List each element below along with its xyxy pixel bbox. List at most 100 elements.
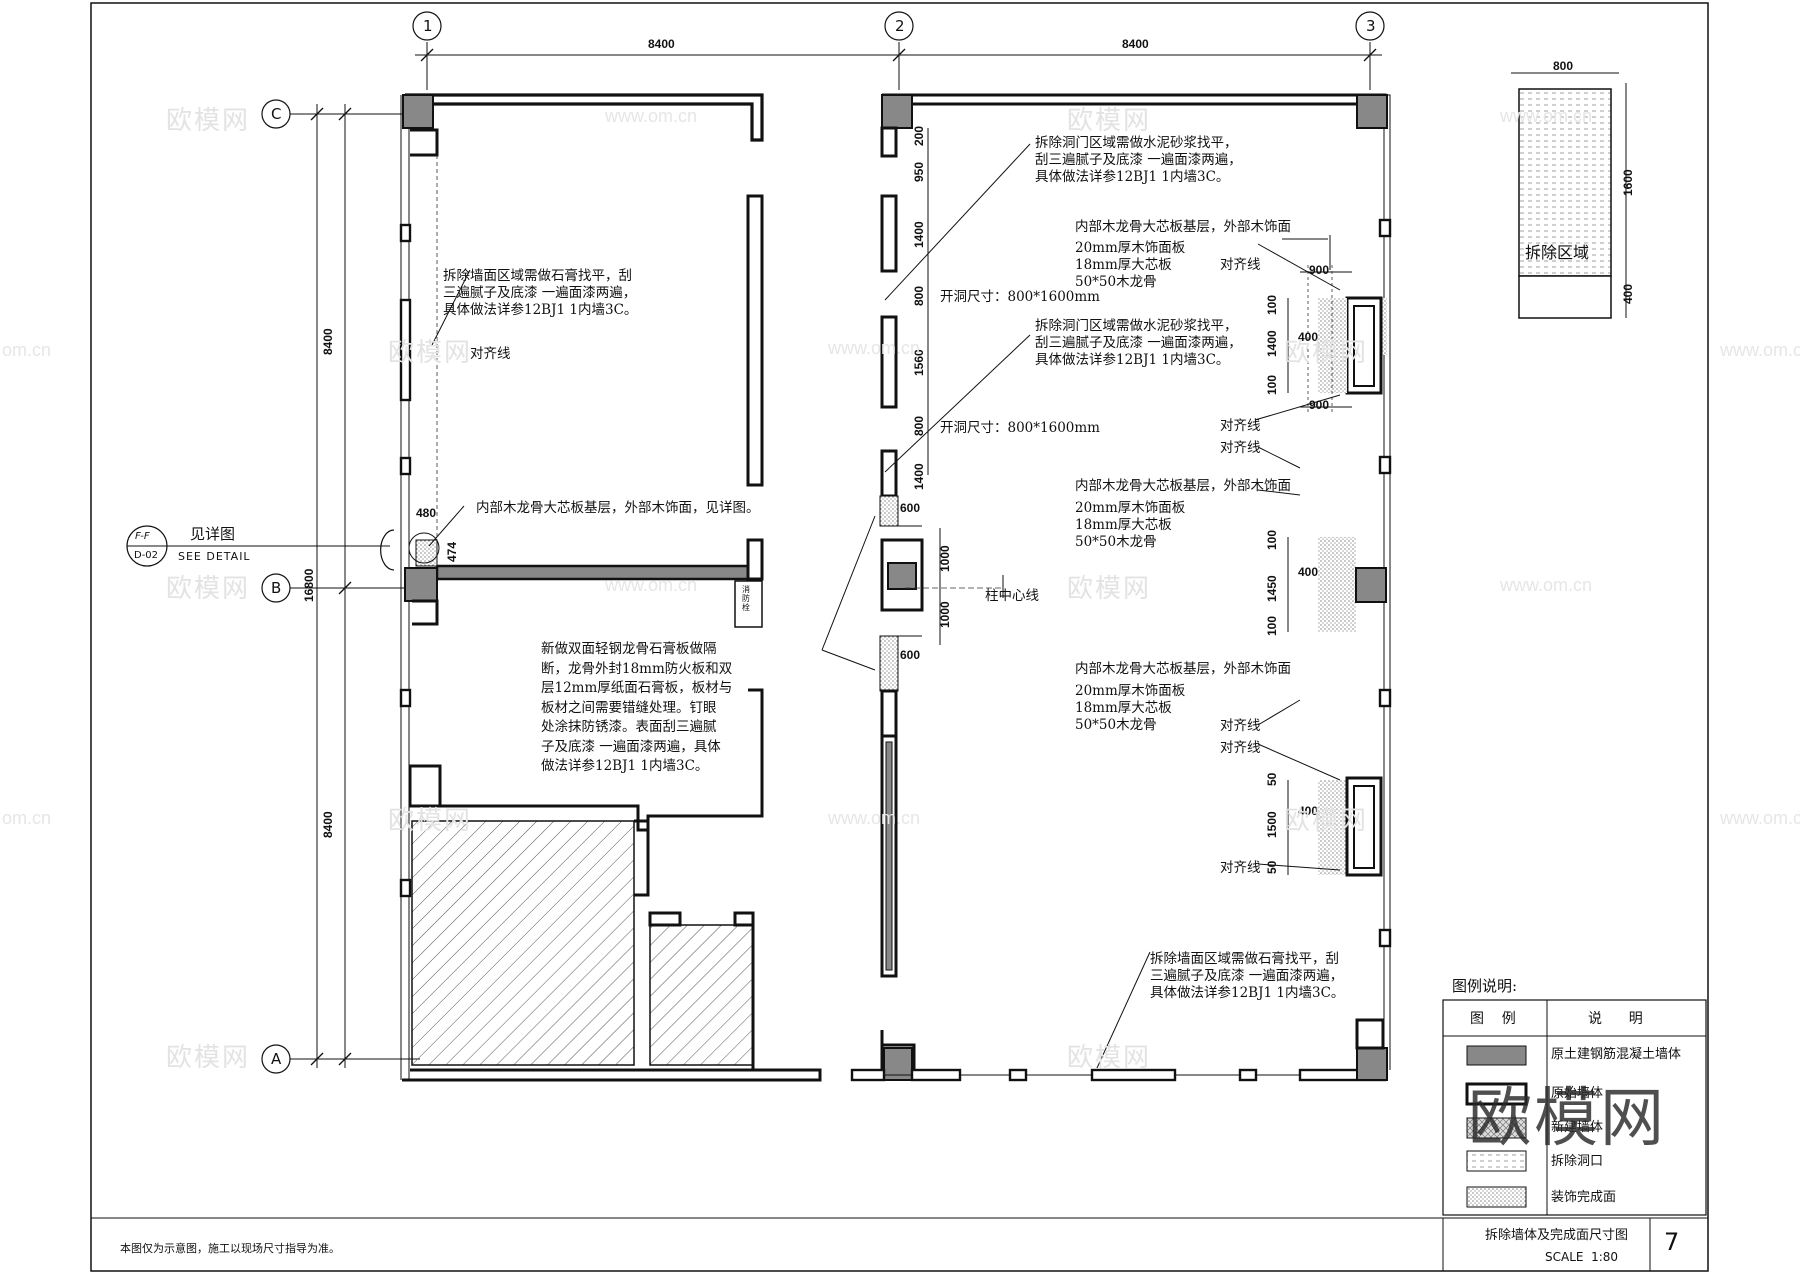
note-layers-2: 20mm厚木饰面板 18mm厚大芯板 50*50木龙骨	[1075, 500, 1186, 550]
note-door-demo-1: 拆除洞门区域需做水泥砂浆找平， 刮三遍腻子及底漆 一遍面漆两遍， 具体做法详参1…	[1035, 135, 1242, 185]
watermark-url: www.om.cn	[1500, 575, 1593, 595]
watermark: 欧模网	[166, 574, 251, 604]
dim-top-1: 8400	[648, 37, 675, 51]
dim-left-upper: 8400	[321, 328, 335, 355]
note-layers-3: 20mm厚木饰面板 18mm厚大芯板 50*50木龙骨	[1075, 683, 1186, 733]
note-opening-size-2: 开洞尺寸：800*1600mm	[940, 420, 1100, 436]
footer-title: 拆除墙体及完成面尺寸图	[1485, 1228, 1629, 1243]
watermark-url: www.om.cn	[828, 808, 921, 828]
note-partition: 新做双面轻钢龙骨石膏板做隔 断，龙骨外封18mm防火板和双 层12mm厚纸面石膏…	[541, 641, 733, 774]
watermark: 欧模网	[388, 806, 473, 836]
note-inner-frame-1: 内部木龙骨大芯板基层，外部木饰面	[1075, 219, 1291, 235]
note-align-4: 对齐线	[1220, 718, 1261, 734]
dim-474: 474	[445, 541, 459, 562]
note-inner-frame-2: 内部木龙骨大芯板基层，外部木饰面	[1075, 478, 1291, 494]
dim-50b: 50	[1265, 860, 1279, 874]
axis-label-2: 2	[895, 17, 905, 35]
axis-label-c: C	[271, 105, 282, 123]
note-align-5: 对齐线	[1220, 740, 1261, 756]
watermark: 欧模网	[1284, 806, 1369, 836]
dim-100a: 100	[1265, 294, 1279, 315]
sheet-border	[90, 2, 1709, 1272]
footer-page-number: 7	[1664, 1228, 1680, 1256]
dim-900a: 900	[1309, 263, 1330, 277]
dim-100d: 100	[1265, 615, 1279, 636]
dim-1000a: 1000	[938, 545, 952, 572]
dim-600a: 600	[900, 501, 921, 515]
footer-disclaimer: 本图仅为示意图，施工以现场尺寸指导为准。	[120, 1242, 340, 1255]
axis-label-a: A	[271, 1050, 282, 1068]
legend-item-desc: 原土建钢筋混凝土墙体	[1551, 1047, 1682, 1062]
dim-box-height: 1600	[1621, 169, 1635, 196]
watermark: 欧模网	[388, 338, 473, 368]
watermark-logo: 欧模网	[1468, 1082, 1666, 1156]
dim-480: 480	[416, 506, 437, 520]
detail-label-en: SEE DETAIL	[178, 550, 251, 563]
note-align-6: 对齐线	[1220, 860, 1261, 876]
note-inner-frame-3: 内部木龙骨大芯板基层，外部木饰面	[1075, 661, 1291, 677]
watermark-url: www.om.cn	[605, 106, 698, 126]
note-align-line-left: 对齐线	[470, 346, 511, 362]
dim-box-bottom: 400	[1621, 283, 1635, 304]
note-wall-demo-right: 拆除墙面区域需做石膏找平，刮 三遍腻子及底漆 一遍面漆两遍， 具体做法详参12B…	[1150, 951, 1345, 1001]
axis-label-1: 1	[423, 17, 433, 35]
legend-item-desc: 拆除洞口	[1551, 1154, 1604, 1169]
dim-400b: 400	[1298, 565, 1319, 579]
legend-item-desc: 原始墙体	[1551, 1086, 1604, 1101]
note-layers-1: 20mm厚木饰面板 18mm厚大芯板 50*50木龙骨	[1075, 240, 1186, 290]
dim-1500: 1500	[1265, 811, 1279, 838]
dim-50a: 50	[1265, 772, 1279, 786]
watermark-url: www.om.cn	[1720, 808, 1800, 828]
dim-1400c: 1400	[1265, 330, 1279, 357]
watermark-domain: om.cn	[2, 340, 52, 360]
dim-800b: 800	[912, 415, 926, 436]
dim-400c: 400	[1298, 804, 1319, 818]
note-wall-demo-left: 拆除墙面区域需做石膏找平，刮 三遍腻子及底漆 一遍面漆两遍， 具体做法详参12B…	[443, 268, 638, 318]
watermark: 欧模网	[1067, 1043, 1152, 1073]
note-column-center: 柱中心线	[985, 588, 1039, 604]
detail-label-cn: 见详图	[190, 525, 236, 543]
watermark: 欧模网	[166, 106, 251, 136]
dim-950: 950	[912, 161, 926, 182]
note-align-2: 对齐线	[1220, 418, 1261, 434]
watermark-url: www.om.cn	[1720, 340, 1800, 360]
legend-item-desc: 装饰完成面	[1551, 1190, 1617, 1205]
axis-label-3: 3	[1366, 17, 1376, 35]
dim-1400b: 1400	[912, 463, 926, 490]
legend-title: 图例说明:	[1452, 977, 1518, 995]
dim-left-total: 16800	[302, 568, 316, 602]
detail-code-bottom: D-02	[134, 550, 159, 561]
watermark: 欧模网	[1067, 574, 1152, 604]
dim-1000b: 1000	[938, 601, 952, 628]
dim-box-width: 800	[1553, 59, 1574, 73]
dim-left-lower: 8400	[321, 811, 335, 838]
dim-900b: 900	[1309, 398, 1330, 412]
dim-400a: 400	[1298, 330, 1319, 344]
demo-area-label: 拆除区域	[1525, 243, 1590, 262]
watermark: 欧模网	[1284, 338, 1369, 368]
watermark-url: www.om.cn	[1500, 106, 1593, 126]
note-opening-size-1: 开洞尺寸：800*1600mm	[940, 289, 1100, 305]
dim-100c: 100	[1265, 529, 1279, 550]
note-inner-frame-left: 内部木龙骨大芯板基层，外部木饰面，见详图。	[476, 500, 760, 516]
legend-item-desc: 新建墙体	[1551, 1120, 1604, 1135]
note-align-1: 对齐线	[1220, 257, 1261, 273]
legend-col-symbol: 图 例	[1470, 1011, 1516, 1027]
note-fire-box: 消 防 栓	[742, 585, 750, 612]
legend-col-desc: 说 明	[1588, 1011, 1643, 1027]
note-align-3: 对齐线	[1220, 440, 1261, 456]
dim-200: 200	[912, 125, 926, 146]
dim-800a: 800	[912, 285, 926, 306]
dim-1400a: 1400	[912, 221, 926, 248]
watermark: 欧模网	[166, 1043, 251, 1073]
watermark-url: www.om.cn	[605, 575, 698, 595]
footer-scale: SCALE 1:80	[1545, 1250, 1619, 1264]
dim-top-2: 8400	[1122, 37, 1149, 51]
dim-100b: 100	[1265, 374, 1279, 395]
watermark: 欧模网	[1067, 106, 1152, 136]
watermark-domain: om.cn	[2, 808, 52, 828]
dim-600b: 600	[900, 648, 921, 662]
dim-1450: 1450	[1265, 575, 1279, 602]
